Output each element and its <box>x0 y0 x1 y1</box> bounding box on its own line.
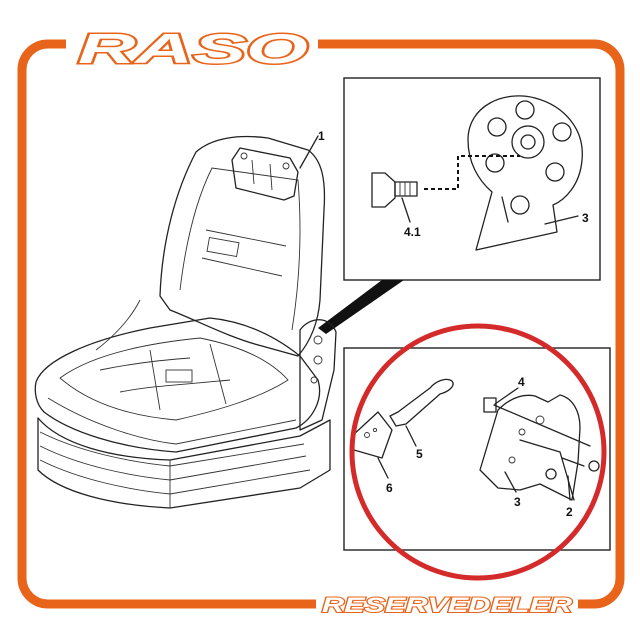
brand-tagline: RESERVEDELER <box>322 594 573 617</box>
brand-logo: RASO <box>78 25 308 72</box>
callout-lever: 5 <box>416 447 423 461</box>
screw-top <box>371 172 418 223</box>
callout-seat: 1 <box>318 129 325 143</box>
callout-bracket-bottom: 3 <box>514 495 521 509</box>
callout-bolt: 4 <box>518 375 525 389</box>
detail-box-top: 4.1 3 <box>318 77 601 334</box>
highlight-circle <box>349 323 607 581</box>
callout-bracket-top: 3 <box>582 211 589 225</box>
callout-cover: 6 <box>386 481 393 495</box>
seat-illustration <box>34 135 337 509</box>
callout-nut: 2 <box>566 505 573 519</box>
dashed-axis-top <box>424 155 520 190</box>
detail-box-bottom: 6 5 4 3 2 <box>343 347 611 551</box>
callout-screw-top: 4.1 <box>404 225 421 239</box>
lever-part <box>389 378 454 447</box>
bracket-assembly-bottom <box>479 387 600 501</box>
bracket-plate-top <box>467 95 583 251</box>
